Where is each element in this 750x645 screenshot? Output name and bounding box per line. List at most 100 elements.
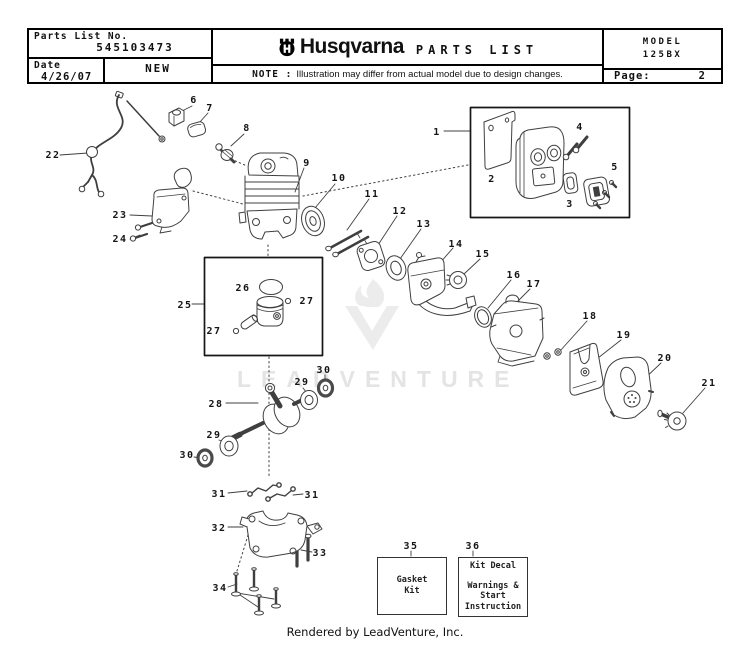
pad-drawing (187, 121, 207, 138)
note-label: NOTE : (252, 68, 293, 80)
part-label-9: 9 (303, 158, 311, 169)
grommet-drawing (168, 107, 185, 127)
part-label-33: 33 (312, 548, 327, 559)
parts-list-no-value: 545103473 (96, 41, 174, 54)
oring-drawing (474, 306, 492, 328)
revision-value: NEW (145, 62, 171, 75)
flange-drawing (301, 205, 325, 237)
ignition-module-drawing (129, 167, 192, 242)
part-label-21: 21 (701, 378, 716, 389)
decal-kit-box: Kit Decal Warnings & Start Instruction (458, 557, 528, 617)
part-label-27: 27 (206, 326, 221, 337)
gasket-kit-box: Gasket Kit (377, 557, 447, 615)
part-label-25: 25 (177, 300, 192, 311)
crankcase-group (231, 510, 323, 616)
brand-cell: Husqvarna PARTS LIST (211, 28, 604, 66)
muffler-plate-drawing (583, 176, 610, 207)
part-label-15: 15 (475, 249, 490, 260)
primer-bulb-drawing (445, 271, 467, 289)
part-label-18: 18 (582, 311, 597, 322)
carb-bolts-drawing (325, 229, 370, 258)
spacer-drawing (356, 240, 386, 272)
decal-kit-line: Start Instruction (464, 591, 522, 612)
parts-list-no-cell: Parts List No. 545103473 (27, 28, 213, 59)
parts-list-no-label: Parts List No. (34, 31, 129, 42)
part-label-31: 31 (211, 489, 226, 500)
filter-drawing (569, 342, 604, 396)
part-label-32: 32 (211, 523, 226, 534)
gasket-kit-line: Gasket (396, 575, 428, 585)
part-number-labels: 1234567891011121314151617181920212223242… (45, 95, 716, 594)
part-label-8: 8 (243, 123, 251, 134)
muffler-assembly-group (469, 106, 631, 219)
spark-plug-drawing (215, 143, 236, 164)
part-label-6: 6 (190, 95, 198, 106)
crankshaft-group (196, 378, 335, 468)
husqvarna-logo-icon (279, 38, 295, 57)
note-cell: NOTE : Illustration may differ from actu… (211, 64, 604, 84)
part-label-13: 13 (416, 219, 431, 230)
nuts-drawing (543, 348, 562, 360)
part-label-36: 36 (465, 541, 480, 552)
part-label-5: 5 (611, 162, 619, 173)
note-text: Illustration may differ from actual mode… (296, 68, 563, 80)
part-label-12: 12 (392, 206, 407, 217)
part-label-23: 23 (112, 210, 127, 221)
part-label-16: 16 (506, 270, 521, 281)
page-label: Page: (614, 70, 651, 82)
part-label-14: 14 (448, 239, 463, 250)
model-value: 125BX (642, 50, 683, 60)
fuel-line-drawing (78, 90, 166, 198)
part-label-29: 29 (294, 377, 309, 388)
part-label-22: 22 (45, 150, 60, 161)
cover-knob-drawing (657, 409, 687, 431)
piston-kit-group (203, 256, 324, 357)
watermark-flame-icon (345, 279, 399, 350)
part-label-19: 19 (616, 330, 631, 341)
heat-shield-drawing (483, 110, 516, 170)
date-label: Date (34, 60, 61, 71)
leadventure-watermark: LEADVENTURE (237, 366, 520, 392)
part-label-10: 10 (331, 173, 346, 184)
muffler-gasket-drawing (562, 172, 579, 194)
brand-wordmark: Husqvarna (299, 35, 405, 58)
part-label-35: 35 (403, 541, 418, 552)
part-label-11: 11 (364, 189, 379, 200)
part-label-30: 30 (179, 450, 194, 461)
air-filter-housing-drawing (489, 294, 545, 367)
retainer-clips-drawing (247, 482, 296, 502)
part-label-24: 24 (112, 234, 127, 245)
decal-kit-line: Warnings & (467, 580, 519, 591)
part-label-7: 7 (206, 103, 214, 114)
decal-kit-title: Kit Decal (469, 561, 517, 571)
revision-cell: NEW (103, 57, 213, 84)
part-label-1: 1 (433, 127, 441, 138)
part-label-27: 27 (299, 296, 314, 307)
carb-gasket-drawing (385, 255, 407, 281)
part-label-3: 3 (566, 199, 574, 210)
date-value: 4/26/07 (41, 71, 93, 83)
part-label-2: 2 (488, 174, 496, 185)
air-filter-cover-drawing (603, 356, 654, 420)
piston-ring-drawing (259, 279, 283, 295)
part-label-28: 28 (208, 399, 223, 410)
page-value: 2 (698, 70, 706, 82)
page-cell: Page: 2 (602, 68, 723, 84)
part-label-26: 26 (235, 283, 250, 294)
part-label-34: 34 (212, 583, 227, 594)
cylinder-drawing (238, 152, 300, 240)
part-label-31: 31 (304, 490, 319, 501)
part-label-4: 4 (576, 122, 584, 133)
header-table: Parts List No. 545103473 Date 4/26/07 NE… (27, 28, 723, 84)
footer-credit: Rendered by LeadVenture, Inc. (286, 625, 464, 639)
date-cell: Date 4/26/07 (27, 57, 105, 84)
gasket-kit-line: Kit (404, 586, 420, 596)
model-label: MODEL (642, 37, 683, 47)
part-label-17: 17 (526, 279, 541, 290)
doc-type: PARTS LIST (415, 43, 539, 57)
carburetor-drawing (407, 252, 477, 316)
part-label-20: 20 (657, 353, 672, 364)
muffler-drawing (515, 126, 565, 199)
